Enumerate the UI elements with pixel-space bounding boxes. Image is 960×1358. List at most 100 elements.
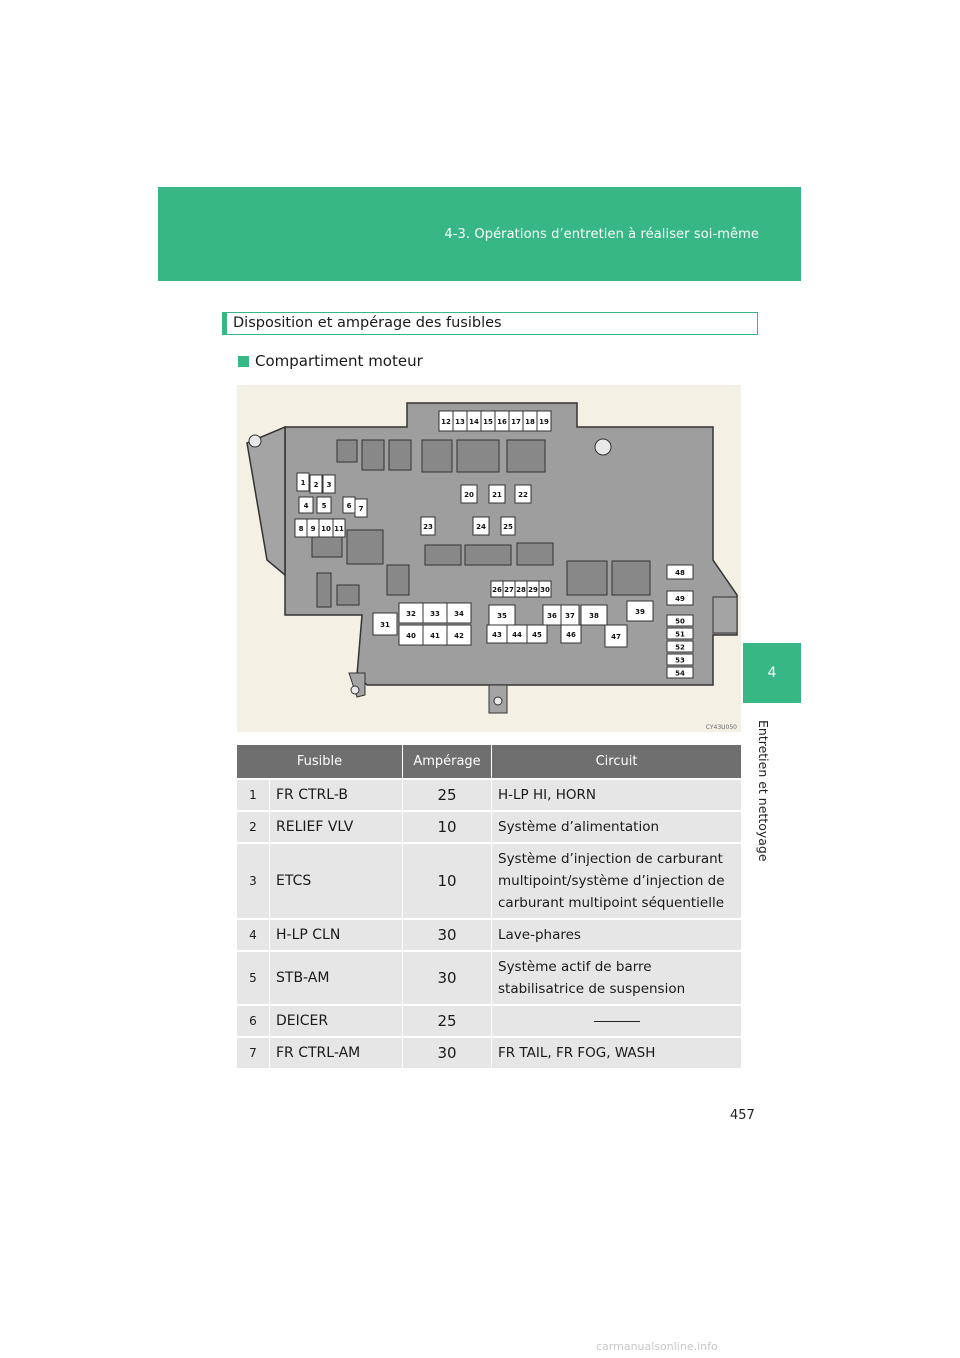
fuse-slot-box (460, 484, 478, 504)
fuse-slot-30: 30 (538, 580, 552, 598)
chapter-number: 4 (767, 665, 777, 681)
relay-block-i (386, 564, 410, 596)
fuse-slot-box (666, 666, 694, 679)
fuse-slot-box (316, 496, 332, 514)
col-header-circuit: Circuit (491, 745, 741, 779)
fuse-slot-label: 45 (532, 631, 542, 639)
fuse-slot-label: 7 (359, 505, 364, 513)
fuse-slot-label: 8 (299, 525, 304, 533)
fuse-slot-39: 39 (626, 600, 654, 622)
fuse-circuit: Système d’alimentation (491, 810, 741, 843)
fuse-name: FR CTRL-B (269, 778, 403, 811)
fuse-slot-label: 48 (675, 569, 685, 577)
right-tab (712, 596, 738, 634)
fuse-number: 3 (237, 842, 270, 919)
fuse-slot-label: 26 (492, 586, 502, 594)
fuse-slot-48: 48 (666, 564, 694, 580)
fuse-table: Fusible Ampérage Circuit 1 FR CTRL-B 25 … (237, 745, 741, 1068)
fuse-slot-16: 16 (494, 410, 510, 432)
fuse-slot-20: 20 (460, 484, 478, 504)
fuse-slot-label: 51 (675, 631, 685, 639)
figure-code: CY43U050 (706, 724, 737, 731)
fuse-slot-46: 46 (560, 624, 582, 644)
table-row: 6 DEICER 25 (237, 1004, 741, 1037)
fuse-slot-49: 49 (666, 590, 694, 606)
table-row: 2 RELIEF VLV 10 Système d’alimentation (237, 810, 741, 843)
table-row: 7 FR CTRL-AM 30 FR TAIL, FR FOG, WASH (237, 1036, 741, 1068)
fuse-slot-box (488, 484, 506, 504)
fuse-slot-box (446, 624, 472, 646)
fuse-slot-label: 6 (347, 502, 352, 510)
fuse-slot-label: 50 (675, 618, 685, 626)
fuse-circuit: Système d’injection de carburant multipo… (491, 842, 741, 919)
section-title: Disposition et ampérage des fusibles (233, 315, 502, 331)
fuse-slot-label: 29 (528, 586, 538, 594)
fuse-slot-10: 10 (318, 518, 334, 538)
fuse-amperage: 25 (402, 778, 492, 811)
fuse-slot-6: 6 (342, 496, 356, 514)
fuse-number: 7 (237, 1036, 270, 1068)
fuse-slot-51: 51 (666, 627, 694, 640)
table-row: 5 STB-AM 30 Système actif de barre stabi… (237, 950, 741, 1005)
fuse-slot-box (666, 640, 694, 653)
em-dash-line (593, 1020, 640, 1022)
fuse-slot-label: 33 (430, 610, 440, 618)
fuse-slot-label: 31 (380, 621, 390, 629)
fuse-slot-label: 43 (492, 631, 502, 639)
fuse-slot-box (332, 518, 346, 538)
fuse-slot-label: 20 (464, 491, 474, 499)
relay-block-m (566, 560, 608, 596)
fuse-slot-box (420, 516, 436, 536)
header-band: 4-3. Opérations d’entretien à réaliser s… (158, 187, 801, 281)
fuse-slot-label: 46 (566, 631, 576, 639)
fuse-slot-label: 38 (589, 612, 599, 620)
right-mounting-hole (594, 438, 612, 456)
fuse-slot-42: 42 (446, 624, 472, 646)
fuse-slot-box (500, 516, 516, 536)
fuse-slot-box (626, 600, 654, 622)
title-accent (222, 312, 227, 335)
fuse-number: 1 (237, 778, 270, 811)
fuse-slot-box (560, 624, 582, 644)
fuse-slot-23: 23 (420, 516, 436, 536)
chapter-title: Entretien et nettoyage (756, 720, 771, 862)
fuse-slot-18: 18 (522, 410, 538, 432)
fuse-slot-28: 28 (514, 580, 528, 598)
fuse-slot-label: 4 (304, 502, 309, 510)
fuse-slot-33: 33 (422, 602, 448, 624)
fuse-slot-32: 32 (398, 602, 424, 624)
fuse-slot-label: 21 (492, 491, 502, 499)
relay-block-n (611, 560, 651, 596)
fuse-slot-box (604, 624, 628, 648)
fuse-slot-label: 35 (497, 612, 507, 620)
page-number: 457 (730, 1108, 755, 1123)
fuse-slot-label: 14 (469, 418, 479, 426)
relay-block-p (336, 584, 360, 606)
relay-block-d (421, 439, 453, 473)
table-row: 1 FR CTRL-B 25 H-LP HI, HORN (237, 778, 741, 811)
fuse-slot-label: 11 (334, 525, 344, 533)
fuse-slot-52: 52 (666, 640, 694, 653)
fuse-amperage: 30 (402, 1036, 492, 1068)
fuse-slot-box (322, 474, 336, 494)
fuse-slot-label: 27 (504, 586, 514, 594)
fuse-slot-box (666, 614, 694, 627)
fuse-slot-53: 53 (666, 653, 694, 666)
fuse-slot-box (354, 498, 368, 518)
fuse-circuit: Lave-phares (491, 918, 741, 951)
fuse-slot-label: 15 (483, 418, 493, 426)
fuse-slot-box (526, 624, 548, 644)
relay-block-o (316, 572, 332, 608)
fuse-slot-label: 54 (675, 670, 685, 678)
table-row: 4 H-LP CLN 30 Lave-phares (237, 918, 741, 951)
fuse-name: STB-AM (269, 950, 403, 1005)
fuse-slot-box (666, 653, 694, 666)
relay-block-g (311, 534, 343, 558)
fuse-slot-45: 45 (526, 624, 548, 644)
table-row: 3 ETCS 10 Système d’injection de carbura… (237, 842, 741, 919)
fuse-slot-label: 28 (516, 586, 526, 594)
fuse-slot-box (666, 564, 694, 580)
fuse-name: DEICER (269, 1004, 403, 1037)
fuse-number: 4 (237, 918, 270, 951)
fuse-name: RELIEF VLV (269, 810, 403, 843)
